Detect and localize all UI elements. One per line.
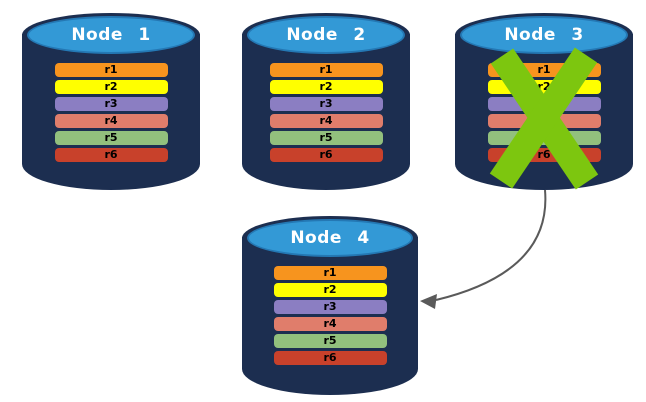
row-r2: r2 [54, 80, 168, 94]
row-r4: r4 [54, 114, 168, 128]
row-r1: r1 [273, 266, 387, 280]
cylinder-body [242, 237, 418, 395]
replica-rows: r1 r2 r3 r4 r5 r6 [22, 63, 200, 162]
replica-rows: r1 r2 r3 r4 r5 r6 [242, 266, 418, 365]
row-r3: r3 [273, 300, 387, 314]
node-1: Node 1 r1 r2 r3 r4 r5 r6 [22, 10, 200, 190]
row-r6: r6 [269, 148, 383, 162]
row-r3: r3 [269, 97, 383, 111]
row-r3: r3 [54, 97, 168, 111]
row-r4: r4 [273, 317, 387, 331]
node-3: Node 3 r1 r2 r3 r4 r5 r6 [455, 10, 633, 190]
arrow-head [420, 294, 437, 309]
row-r1: r1 [54, 63, 168, 77]
row-r2: r2 [487, 80, 601, 94]
node-4: Node 4 r1 r2 r3 r4 r5 r6 [242, 213, 418, 395]
cylinder-top: Node 1 [27, 16, 195, 54]
row-r2: r2 [273, 283, 387, 297]
node-2: Node 2 r1 r2 r3 r4 r5 r6 [242, 10, 410, 190]
row-r2: r2 [269, 80, 383, 94]
cylinder-top: Node 3 [460, 16, 628, 54]
row-r5: r5 [273, 334, 387, 348]
row-r1: r1 [487, 63, 601, 77]
node-title: Node 2 [286, 25, 366, 45]
row-r6: r6 [54, 148, 168, 162]
node-title: Node 1 [71, 25, 151, 45]
replica-rows: r1 r2 r3 r4 r5 r6 [455, 63, 633, 162]
row-r3: r3 [487, 97, 601, 111]
row-r6: r6 [487, 148, 601, 162]
node-title: Node 4 [290, 228, 370, 248]
arrow-curve [435, 189, 547, 301]
replica-rows: r1 r2 r3 r4 r5 r6 [242, 63, 410, 162]
row-r5: r5 [487, 131, 601, 145]
cylinder-top: Node 2 [247, 16, 405, 54]
cylinder-top: Node 4 [247, 219, 413, 257]
row-r4: r4 [269, 114, 383, 128]
row-r6: r6 [273, 351, 387, 365]
cylinder-body [22, 34, 200, 190]
cylinder-body [242, 34, 410, 190]
row-r5: r5 [54, 131, 168, 145]
row-r4: r4 [487, 114, 601, 128]
node-title: Node 3 [504, 25, 584, 45]
row-r5: r5 [269, 131, 383, 145]
row-r1: r1 [269, 63, 383, 77]
